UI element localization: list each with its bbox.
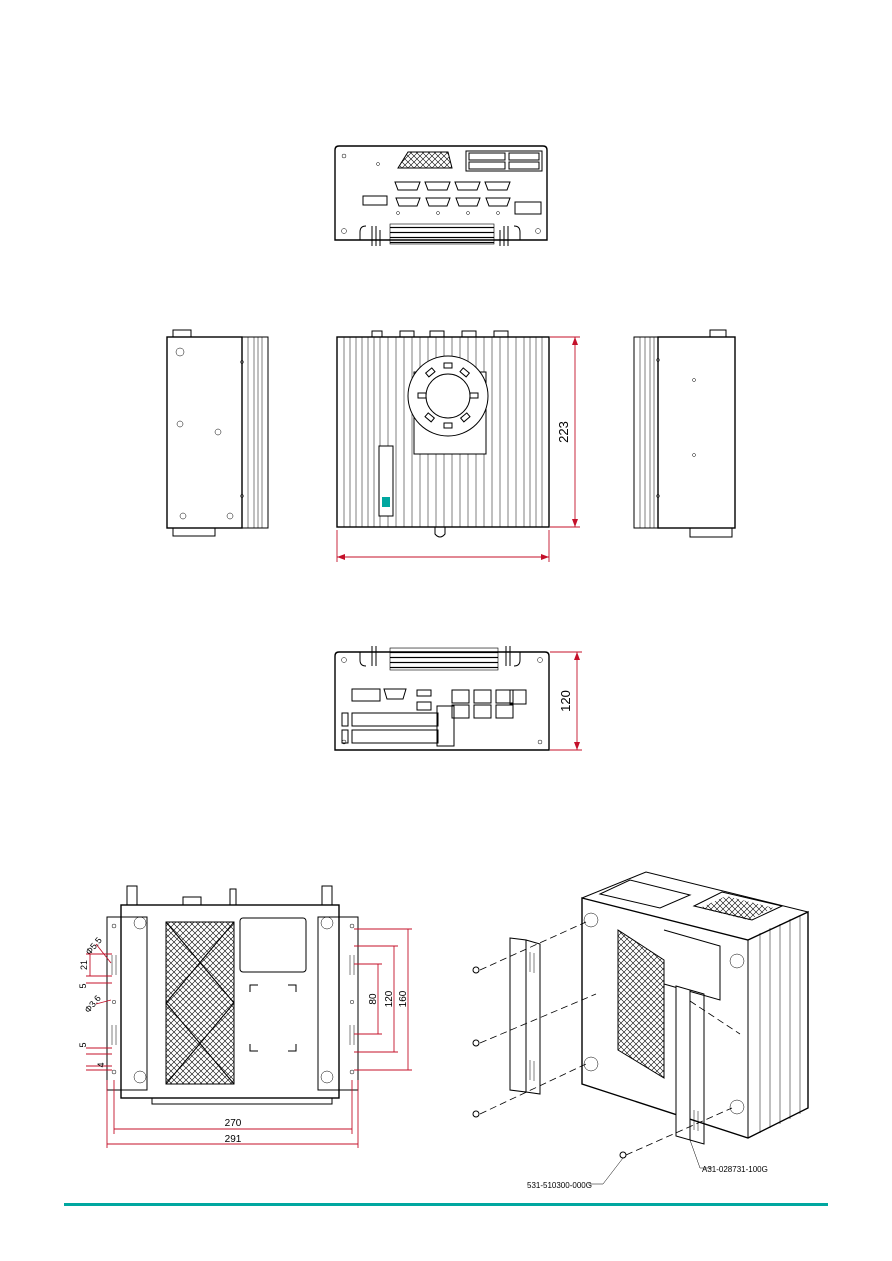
dim-21: 21 [79,960,89,970]
dim-80: 80 [368,993,379,1005]
dim-depth: 223 [556,421,571,443]
bracket-part-number: A31-028731-100G [702,1165,768,1174]
left-view [166,329,269,537]
dim-5a: 5 [78,983,88,988]
dim-height: 120 [558,690,573,712]
screw-part-number: 531-510300-000G [527,1181,592,1190]
dim-270: 270 [225,1118,242,1129]
dim-4: 4 [96,1062,106,1067]
dim-5b: 5 [78,1042,88,1047]
dim-160: 160 [398,990,409,1007]
dim-291: 291 [225,1134,242,1145]
dim-120: 120 [384,990,395,1007]
right-view [633,329,736,538]
bottom-view: 21 5 5 4 Φ5.5 Φ3.6 80 120 160 270 291 [78,885,412,1148]
exploded-view: 531-510300-000G A31-028731-100G [472,871,809,1190]
front-view [334,145,548,246]
hole-dia-b: Φ3.6 [83,993,103,1015]
top-view: 223 [336,330,580,562]
footer-rule [64,1203,828,1206]
rear-view: 120 [334,646,582,751]
